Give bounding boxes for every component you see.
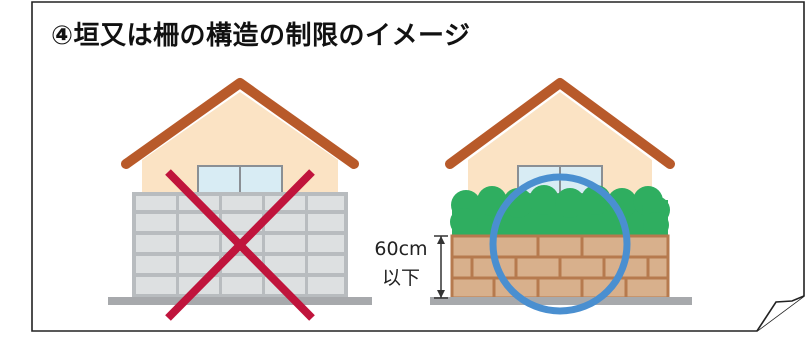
house-left: [121, 78, 359, 196]
height-dimension-marker: [434, 235, 448, 299]
page-title: ④垣又は柵の構造の制限のイメージ: [51, 21, 471, 51]
ground-right: [430, 297, 692, 305]
hedge: [450, 185, 670, 240]
roof-left: [121, 78, 359, 169]
wooden-fence: [450, 234, 670, 300]
height-limit-value: 60cm: [374, 238, 428, 260]
ground-left: [108, 297, 372, 305]
house-right: [445, 78, 675, 200]
height-limit-qualifier: 以下: [381, 267, 420, 289]
circle-mark-icon: [489, 173, 631, 315]
cross-mark-icon: [165, 169, 315, 321]
roof-right: [445, 78, 675, 169]
